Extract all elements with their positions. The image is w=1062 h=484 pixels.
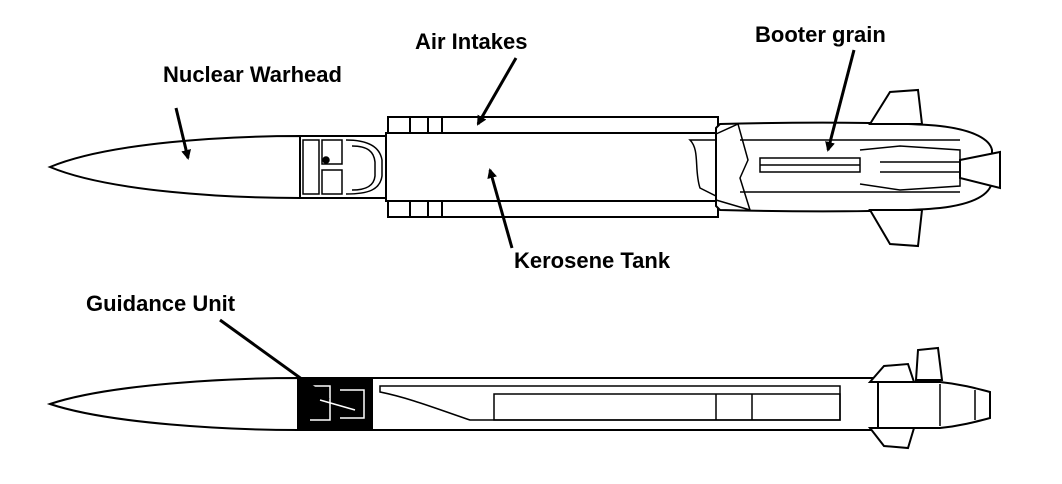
top-rear-body: [715, 121, 993, 213]
bottom-nose-cone: [46, 376, 299, 432]
label-air-intakes: Air Intakes: [415, 29, 528, 54]
arrow-kerosene-tank: [487, 168, 514, 249]
label-booster-grain: Booter grain: [755, 22, 886, 47]
bottom-tail-fin-upper: [867, 362, 916, 383]
top-main-body: [385, 132, 717, 202]
label-nuclear-warhead: Nuclear Warhead: [163, 62, 342, 87]
top-guidance-section: [299, 135, 387, 199]
bottom-tail-fin-lower: [867, 427, 916, 450]
top-nose-cone: [47, 134, 301, 200]
arrow-nuclear-warhead: [174, 107, 191, 160]
arrow-guidance-unit: [219, 318, 330, 400]
top-air-intake-upper: [387, 116, 719, 134]
arrow-booster-grain: [825, 49, 856, 152]
top-tail-fin-lower: [868, 209, 924, 248]
leader-lines: [174, 49, 856, 400]
arrow-air-intakes: [476, 57, 518, 126]
top-tail-fin-upper: [868, 88, 924, 125]
top-air-intake-lower: [387, 200, 719, 218]
label-guidance-unit: Guidance Unit: [86, 291, 236, 316]
label-kerosene-tank: Kerosene Tank: [514, 248, 671, 273]
bottom-missile: [46, 346, 991, 450]
top-missile: [47, 88, 1001, 248]
bottom-rear-body: [877, 381, 991, 429]
